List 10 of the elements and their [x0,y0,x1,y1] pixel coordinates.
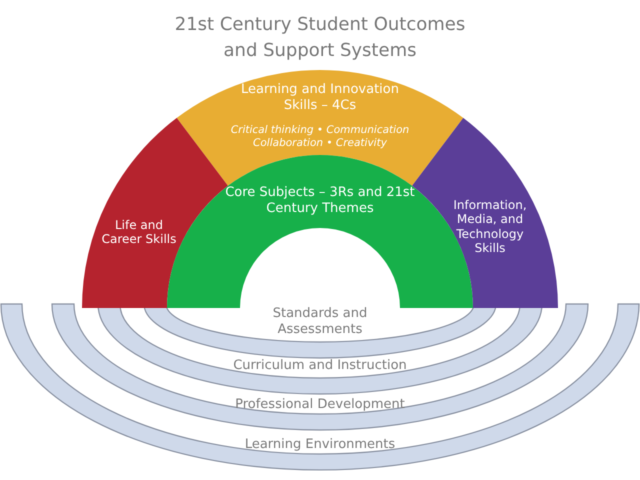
segment-label: Information, Media, and Technology Skills [452,198,528,256]
ring-label: Professional Development [234,397,406,413]
ring-label: Standards and Assessments [272,306,368,338]
segment-label: Life and Career Skills [100,218,178,247]
segment-label: Learning and Innovation Skills – 4Cs [240,82,400,114]
segment-label: Core Subjects – 3Rs and 21st Century Themes [224,185,416,216]
ring-label: Learning Environments [244,437,396,453]
skill-list: Critical thinking • Communication Collaboration • Creativity [210,124,430,150]
ring-label: Curriculum and Instruction [232,358,408,374]
diagram-title: 21st Century Student Outcomes and Support Systems [174,13,466,64]
